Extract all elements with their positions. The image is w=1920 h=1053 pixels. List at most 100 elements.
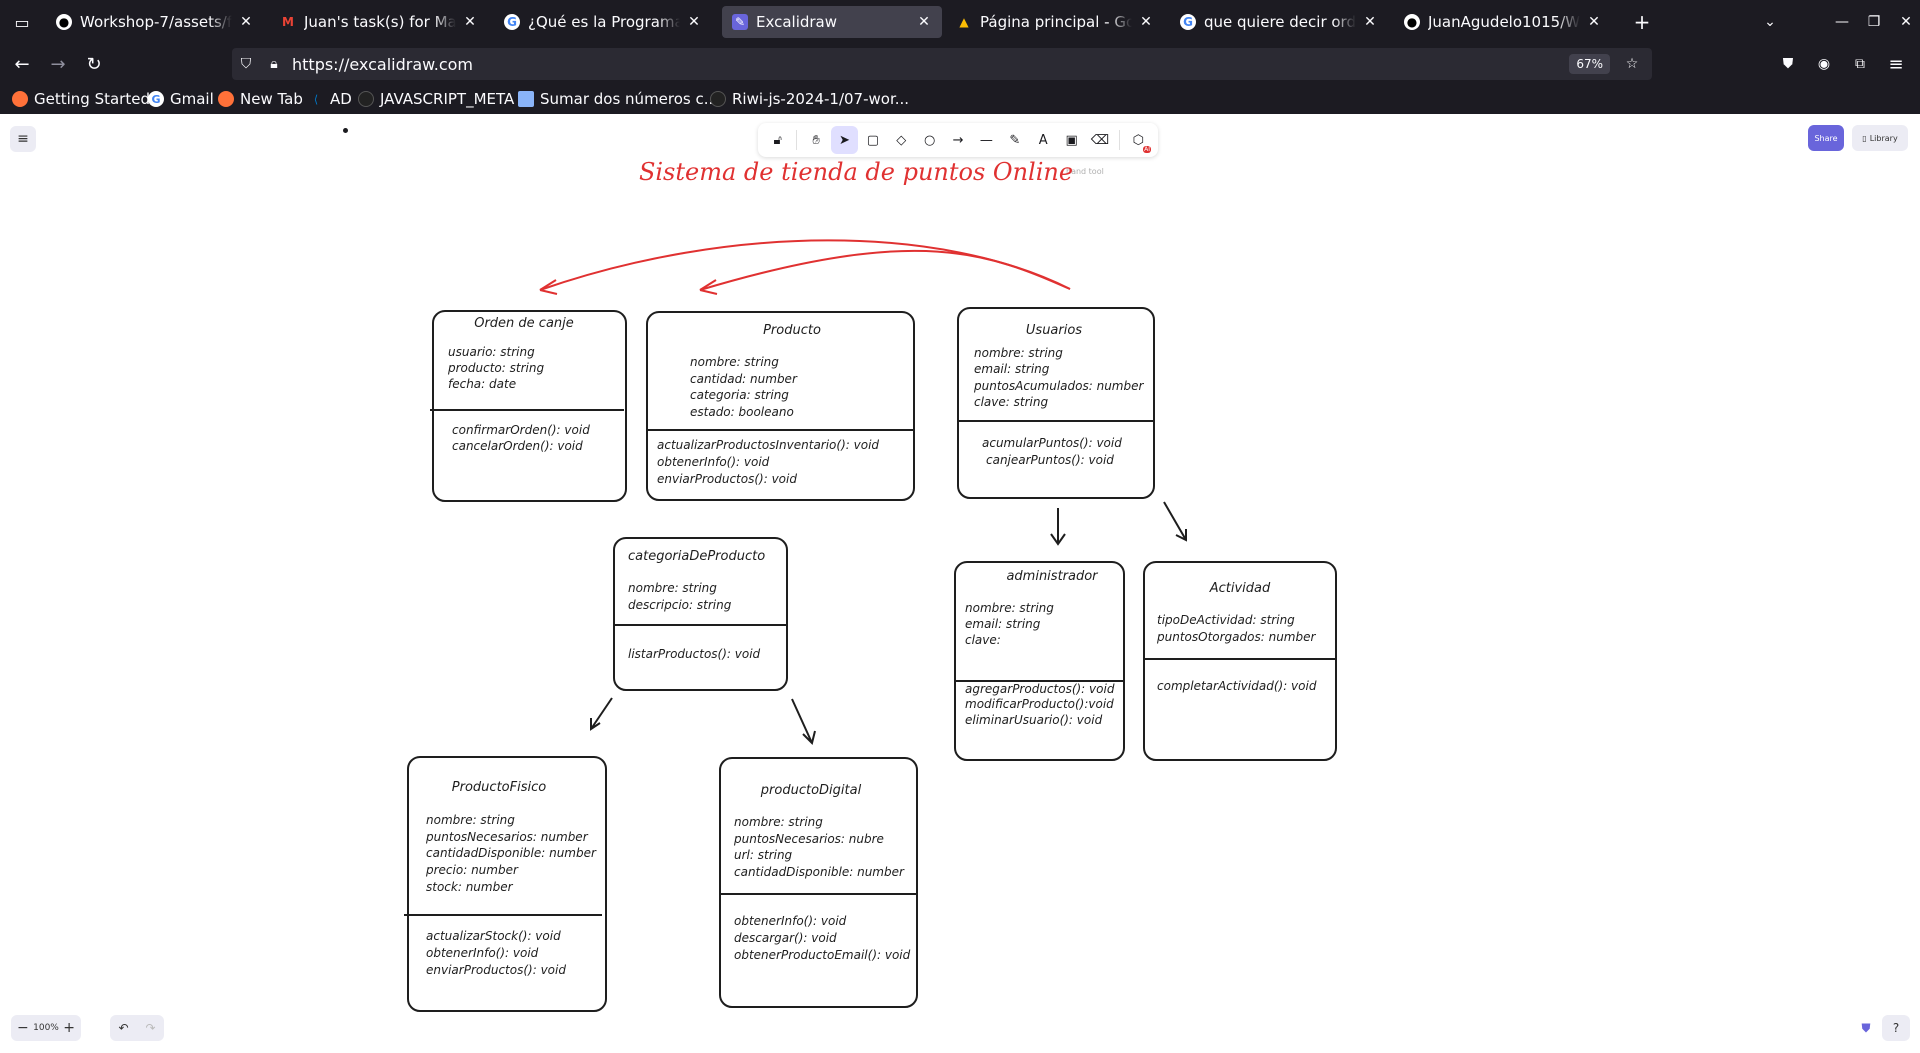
class-orden-de-canje[interactable]: Orden de canje usuario: string producto:… [430,310,627,502]
class-usuarios[interactable]: Usuarios nombre: string email: string pu… [957,307,1155,499]
more-tools-icon[interactable]: ⬡AI [1132,132,1152,153]
class-producto-digital[interactable]: productoDigital nombre: string puntosNec… [719,757,918,1008]
close-icon[interactable]: ✕ [240,14,252,30]
class-actividad[interactable]: Actividad tipoDeActividad: string puntos… [1143,561,1337,761]
minimize-icon[interactable]: — [1835,14,1849,30]
main-menu-icon[interactable]: ≡ [10,126,36,152]
bookmark-gmail[interactable]: G Gmail [148,88,214,110]
association-arrow[interactable] [699,249,1071,291]
class-method: confirmarOrden(): void [452,423,590,437]
uml-diagram[interactable]: Sistema de tienda de puntos Online Orden… [0,114,1920,1053]
close-icon[interactable]: ✕ [1588,14,1600,30]
tab-orden[interactable]: G que quiere decir orden de ✕ [1170,6,1388,38]
forward-icon[interactable]: → [50,53,66,75]
tab-gmail[interactable]: M Juan's task(s) for May 7 2 ✕ [270,6,488,38]
eraser-tool-icon[interactable]: ⌫ [1090,132,1110,148]
association-arrow[interactable] [539,239,1071,291]
app-menu-icon[interactable]: ≡ [1888,53,1904,75]
undo-icon[interactable]: ↶ [118,1021,129,1035]
tab-drive[interactable]: ▲ Página principal - Google ✕ [946,6,1164,38]
pocket-icon[interactable]: ⛊ [1782,56,1794,72]
restore-icon[interactable]: ❐ [1867,14,1881,30]
hand-tool-icon[interactable]: ✋︎ [812,132,820,148]
diagram-title[interactable]: Sistema de tienda de puntos Online [639,158,1073,186]
tab-programacion[interactable]: G ¿Qué es la Programación ✕ [494,6,712,38]
close-icon[interactable]: ✕ [688,14,700,30]
zoom-in-icon[interactable]: + [63,1020,75,1036]
image-tool-icon[interactable]: ▣ [1065,132,1078,148]
close-window-icon[interactable]: ✕ [1900,14,1912,30]
bookmark-riwi[interactable]: Riwi-js-2024-1/07-wor... [710,88,909,110]
bookmark-javascript-meta[interactable]: JAVASCRIPT_META [358,88,514,110]
text-tool-icon[interactable]: A [1038,132,1048,148]
class-producto-fisico[interactable]: ProductoFisico nombre: string puntosNece… [404,756,607,1012]
draw-tool-icon[interactable]: ✎ [1009,132,1021,148]
bookmark-label: AD [330,90,352,108]
list-all-tabs-icon[interactable]: ▭ [14,12,30,32]
class-administrador[interactable]: administrador nombre: string email: stri… [954,561,1125,761]
class-attribute: nombre: string [965,601,1054,615]
close-icon[interactable]: ✕ [464,14,476,30]
class-name: productoDigital [760,783,862,798]
class-attribute: cantidad: number [690,372,798,386]
close-icon[interactable]: ✕ [1140,14,1152,30]
excalidraw-canvas[interactable]: ≡ 🔓︎ ✋︎ ➤ ▢ ◇ ○ → — ✎ A ▣ ⌫ ⬡AI hand too… [0,114,1920,1053]
selection-tool-icon[interactable]: ➤ [830,126,859,154]
reload-icon[interactable]: ↻ [86,53,102,75]
tab-juanagudelo[interactable]: ● JuanAgudelo1015/Works ✕ [1394,6,1612,38]
back-icon[interactable]: ← [14,53,30,75]
url-bar[interactable]: ⛉ 🔒︎ https://excalidraw.com 67% ☆ [232,48,1652,80]
lock-icon[interactable]: 🔒︎ [270,56,278,72]
tracking-shield-icon[interactable]: ⛉ [240,56,252,72]
inheritance-arrow[interactable] [791,698,816,745]
bookmark-getting-started[interactable]: Getting Started [12,88,150,110]
class-categoria-de-producto[interactable]: categoriaDeProducto nombre: string descr… [613,537,788,691]
line-tool-icon[interactable]: — [979,132,993,148]
class-method: enviarProductos(): void [426,963,566,977]
class-name: Usuarios [1026,323,1082,338]
inheritance-arrow[interactable] [590,697,613,731]
bookmark-sumar[interactable]: Sumar dos números c... [518,88,718,110]
tab-workshop[interactable]: ● Workshop-7/assets/first_ ✕ [46,6,264,38]
close-icon[interactable]: ✕ [918,14,930,30]
arrow-head [539,279,558,295]
tab-excalidraw[interactable]: ✎ Excalidraw ✕ [722,6,942,38]
redo-icon[interactable]: ↷ [145,1021,156,1035]
class-method: obtenerInfo(): void [426,946,539,960]
class-attribute: nombre: string [974,346,1063,360]
tab-overflow-icon[interactable]: ⌄ [1764,14,1776,30]
class-method: enviarProductos(): void [657,472,797,486]
rectangle-tool-icon[interactable]: ▢ [866,132,879,148]
zoom-badge[interactable]: 67% [1569,54,1610,74]
diamond-tool-icon[interactable]: ◇ [896,132,907,148]
share-button[interactable]: Share [1808,125,1844,151]
library-label: Library [1869,133,1898,143]
new-tab-button[interactable]: + [1633,10,1651,34]
account-icon[interactable]: ◉ [1817,56,1831,72]
bookmark-star-icon[interactable]: ☆ [1625,56,1639,72]
arrow-tool-icon[interactable]: → [952,132,964,148]
help-icon[interactable]: ? [1882,1015,1910,1041]
lock-tool-icon[interactable]: 🔓︎ [773,132,782,148]
firefox-icon [218,91,234,107]
bookmark-ad[interactable]: ⟨ AD [308,88,352,110]
class-box [646,311,915,501]
toolbar-divider [796,130,798,150]
bookmark-new-tab[interactable]: New Tab [218,88,303,110]
navigation-bar: ← → ↻ ⛉ 🔒︎ https://excalidraw.com 67% ☆ … [0,44,1920,84]
extensions-icon[interactable]: ⧉ [1855,56,1865,72]
class-method: obtenerInfo(): void [657,455,770,469]
close-icon[interactable]: ✕ [1364,14,1376,30]
tab-title: ¿Qué es la Programación [528,13,680,31]
zoom-level[interactable]: 100% [33,1023,59,1033]
library-button[interactable]: ▯ Library [1852,125,1908,151]
url-text[interactable]: https://excalidraw.com [292,54,474,74]
tab-title: JuanAgudelo1015/Works [1428,13,1580,31]
inheritance-arrow[interactable] [1163,501,1187,542]
shield-icon[interactable]: ⛊ [1861,1020,1871,1035]
ellipse-tool-icon[interactable]: ○ [923,132,936,148]
zoom-out-icon[interactable]: − [17,1020,29,1036]
class-attribute: clave: string [974,395,1048,409]
inheritance-arrow[interactable] [1050,508,1066,546]
class-producto[interactable]: Producto nombre: string cantidad: number… [646,311,915,501]
